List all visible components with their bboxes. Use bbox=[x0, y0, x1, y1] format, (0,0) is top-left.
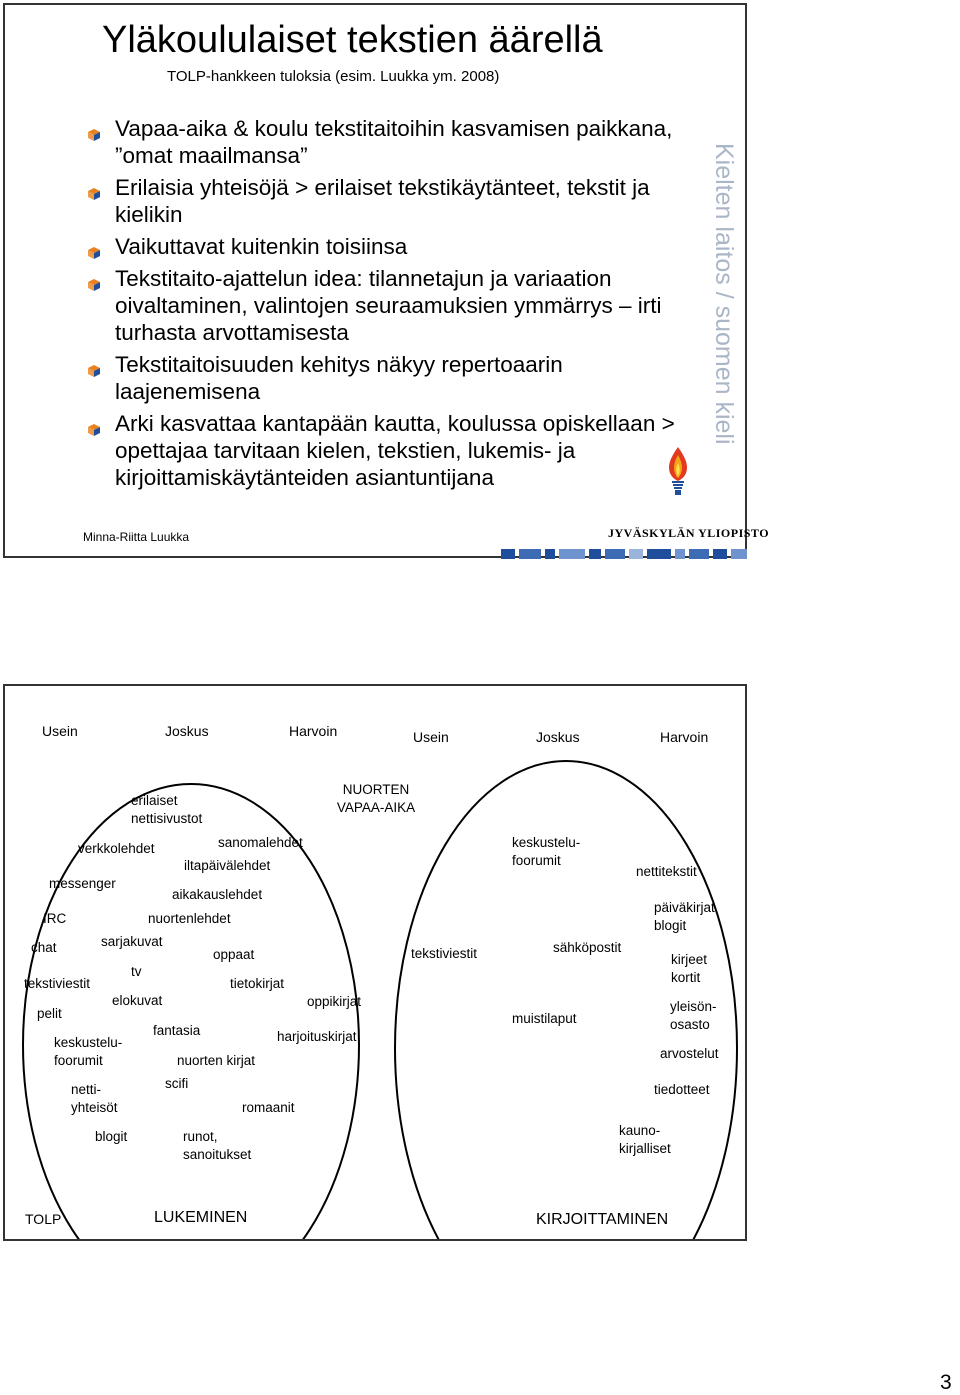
bullet-list: Vapaa-aika & koulu tekstitaitoihin kasva… bbox=[87, 115, 677, 496]
reading-circle bbox=[22, 783, 360, 1239]
word-right: yleisön-osasto bbox=[670, 999, 717, 1032]
header-left-sometimes: Joskus bbox=[165, 723, 209, 739]
bullet-item: Arki kasvattaa kantapään kautta, kouluss… bbox=[87, 410, 677, 491]
word-right: keskustelu-foorumit bbox=[512, 835, 581, 868]
writing-circle bbox=[394, 760, 738, 1239]
cube-bullet-icon bbox=[87, 271, 101, 291]
department-text: Kielten laitos / suomen kieli bbox=[710, 143, 738, 445]
footer-writing: KIRJOITTAMINEN bbox=[536, 1211, 669, 1228]
word-left: sarjakuvat bbox=[101, 934, 163, 949]
word-left: verkkolehdet bbox=[78, 841, 155, 856]
slide-subtitle: TOLP-hankkeen tuloksia (esim. Luukka ym.… bbox=[167, 68, 500, 85]
word-left: fantasia bbox=[153, 1023, 201, 1038]
cube-bullet-icon bbox=[87, 121, 101, 141]
word-left: pelit bbox=[37, 1006, 62, 1021]
slide-2: Usein Joskus Harvoin Usein Joskus Harvoi… bbox=[3, 684, 747, 1241]
author-name: Minna-Riitta Luukka bbox=[83, 530, 190, 544]
department-label: Kielten laitos / suomen kieli bbox=[709, 143, 739, 473]
word-left: runot, sanoitukset bbox=[183, 1129, 252, 1162]
word-right: muistilaput bbox=[512, 1011, 577, 1026]
word-right: sähköpostit bbox=[553, 940, 622, 955]
word-left: tekstiviestit bbox=[24, 976, 91, 991]
word-left: keskustelu-foorumit bbox=[54, 1035, 123, 1068]
cube-bullet-icon bbox=[87, 416, 101, 436]
decorative-stripe-bar bbox=[501, 549, 747, 559]
footer-tolp: TOLP bbox=[25, 1211, 62, 1227]
word-left: IRC bbox=[43, 911, 67, 926]
word-left: scifi bbox=[165, 1076, 189, 1091]
cube-bullet-icon bbox=[87, 357, 101, 377]
header-left-often: Usein bbox=[42, 723, 78, 739]
word-left: blogit bbox=[95, 1129, 128, 1144]
word-left: aikakauslehdet bbox=[172, 887, 263, 902]
header-left-rarely: Harvoin bbox=[289, 723, 338, 739]
cube-bullet-icon bbox=[87, 239, 101, 259]
word-right: nettitekstit bbox=[636, 864, 697, 879]
cube-bullet-icon bbox=[87, 180, 101, 200]
word-left: elokuvat bbox=[112, 993, 163, 1008]
bullet-text: Vaikuttavat kuitenkin toisiinsa bbox=[115, 234, 408, 259]
word-left: romaanit bbox=[242, 1100, 295, 1115]
word-left: iltapäivälehdet bbox=[184, 858, 271, 873]
word-right: kirjeet kortit bbox=[671, 952, 708, 985]
header-right-rarely: Harvoin bbox=[660, 729, 709, 745]
word-left: nuorten kirjat bbox=[177, 1053, 256, 1068]
word-left: tietokirjat bbox=[230, 976, 285, 991]
footer-reading: LUKEMINEN bbox=[154, 1209, 248, 1226]
bullet-text: Erilaisia yhteisöjä > erilaiset tekstikä… bbox=[115, 175, 650, 227]
word-left: oppikirjat bbox=[307, 994, 362, 1009]
bullet-item: Vapaa-aika & koulu tekstitaitoihin kasva… bbox=[87, 115, 677, 169]
page-number: 3 bbox=[940, 1371, 952, 1394]
center-label: NUORTEN VAPAA-AIKA bbox=[336, 782, 416, 815]
word-right: arvostelut bbox=[660, 1046, 719, 1061]
bullet-text: Tekstitaito-ajattelun idea: tilannetajun… bbox=[115, 266, 662, 345]
word-left: nuortenlehdet bbox=[148, 911, 231, 926]
word-left: tv bbox=[131, 964, 142, 979]
word-left: sanomalehdet bbox=[218, 835, 303, 850]
header-right-sometimes: Joskus bbox=[536, 729, 580, 745]
bullet-item: Erilaisia yhteisöjä > erilaiset tekstikä… bbox=[87, 174, 677, 228]
bullet-text: Vapaa-aika & koulu tekstitaitoihin kasva… bbox=[115, 116, 673, 168]
bullet-item: Tekstitaitoisuuden kehitys näkyy reperto… bbox=[87, 351, 677, 405]
header-right-often: Usein bbox=[413, 729, 449, 745]
circle-diagram bbox=[22, 760, 738, 1239]
word-left: oppaat bbox=[213, 947, 255, 962]
word-left: erilaiset nettisivustot bbox=[131, 793, 203, 826]
university-name: JYVÄSKYLÄN YLIOPISTO bbox=[608, 526, 770, 540]
word-right: tiedotteet bbox=[654, 1082, 710, 1097]
bullet-item: Vaikuttavat kuitenkin toisiinsa bbox=[87, 233, 677, 260]
word-right: päiväkirjat blogit bbox=[654, 900, 715, 933]
bullet-text: Arki kasvattaa kantapään kautta, kouluss… bbox=[115, 411, 675, 490]
slide-1: Yläkoululaiset tekstien äärellä TOLP-han… bbox=[3, 3, 769, 559]
bullet-text: Tekstitaitoisuuden kehitys näkyy reperto… bbox=[115, 352, 563, 404]
slide-title: Yläkoululaiset tekstien äärellä bbox=[102, 19, 603, 61]
bullet-item: Tekstitaito-ajattelun idea: tilannetajun… bbox=[87, 265, 677, 346]
word-left: messenger bbox=[49, 876, 116, 891]
word-left: chat bbox=[31, 940, 57, 955]
word-right: tekstiviestit bbox=[411, 946, 478, 961]
flame-logo-icon bbox=[668, 447, 688, 495]
word-left: netti-yhteisöt bbox=[71, 1082, 118, 1115]
word-right: kauno-kirjalliset bbox=[619, 1123, 671, 1156]
word-left: harjoituskirjat bbox=[277, 1029, 357, 1044]
